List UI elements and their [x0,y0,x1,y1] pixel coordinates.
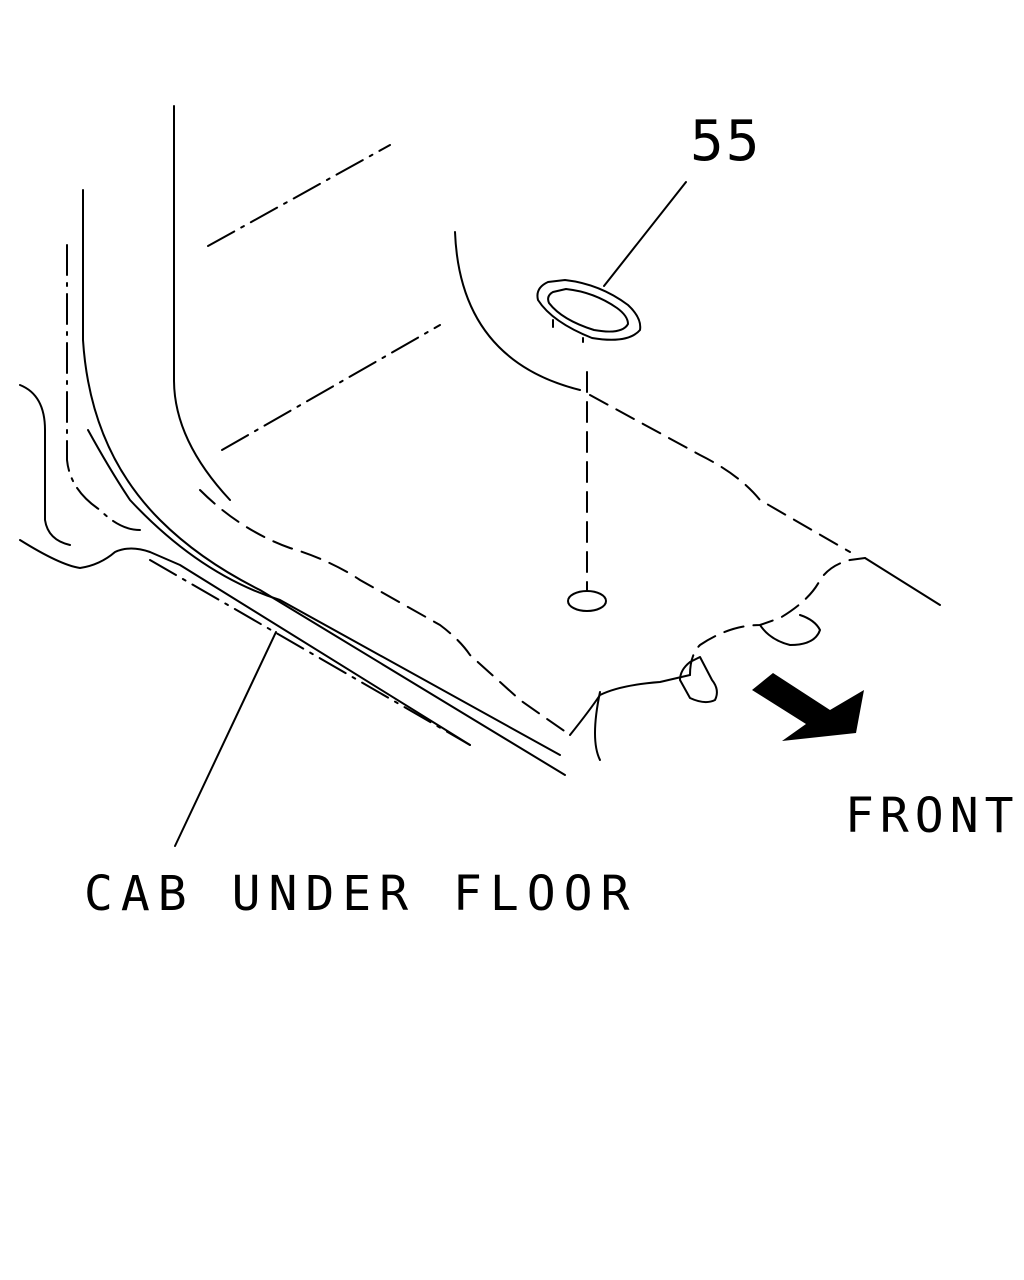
component-label: CAB UNDER FLOOR [84,866,638,922]
cab-floor-outline [19,105,941,776]
front-arrow-icon [752,673,864,741]
callout-leader-55 [603,181,687,287]
mounting-hole [567,590,607,612]
part-number-callout: 55 [690,109,762,174]
plug-icon [536,279,642,343]
callout-leader-cab [174,631,277,847]
direction-label: FRONT [845,788,1020,844]
